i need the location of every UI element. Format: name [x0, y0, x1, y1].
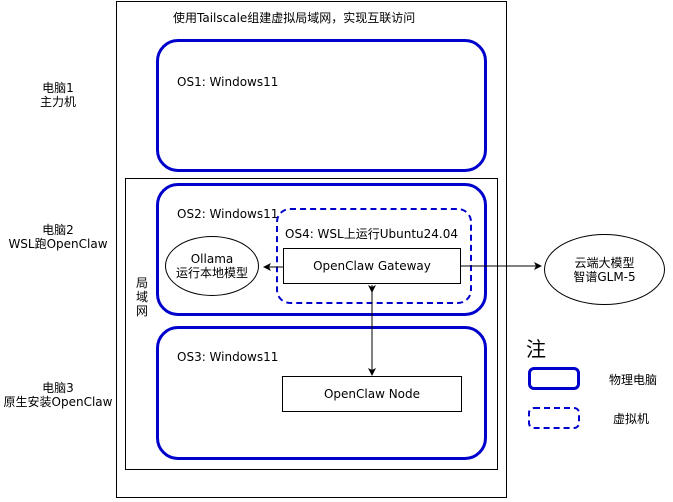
openclaw-gateway-node: OpenClaw Gateway [283, 248, 461, 284]
legend-virtual-swatch [528, 407, 580, 429]
legend-virtual-label: 虚拟机 [613, 412, 650, 426]
computer-2-label: 电脑2 WSL跑OpenClaw [8, 223, 108, 251]
diagram-title: 使用Tailscale组建虚拟局域网，实现互联访问 [173, 11, 416, 25]
legend-physical-label: 物理电脑 [609, 373, 658, 387]
ollama-node: Ollama 运行本地模型 [165, 236, 259, 296]
outer-frame [116, 1, 507, 498]
os4-label: OS4: WSL上运行Ubuntu24.04 [285, 227, 458, 241]
lan-label: 局 域 网 [135, 276, 148, 318]
os2-label: OS2: Windows11 [177, 207, 279, 221]
computer-3-label: 电脑3 原生安装OpenClaw [3, 381, 113, 409]
legend-title: 注 [526, 337, 546, 361]
os1-box [156, 39, 487, 172]
computer-1-label: 电脑1 主力机 [39, 81, 76, 109]
os3-label: OS3: Windows11 [177, 350, 279, 364]
openclaw-node: OpenClaw Node [282, 376, 462, 412]
os1-label: OS1: Windows11 [177, 75, 279, 89]
cloud-model-node: 云端大模型 智谱GLM-5 [544, 234, 665, 305]
lan-frame [125, 178, 498, 470]
legend-physical-swatch [528, 367, 580, 390]
os3-box [156, 326, 487, 460]
os2-box [156, 183, 487, 316]
